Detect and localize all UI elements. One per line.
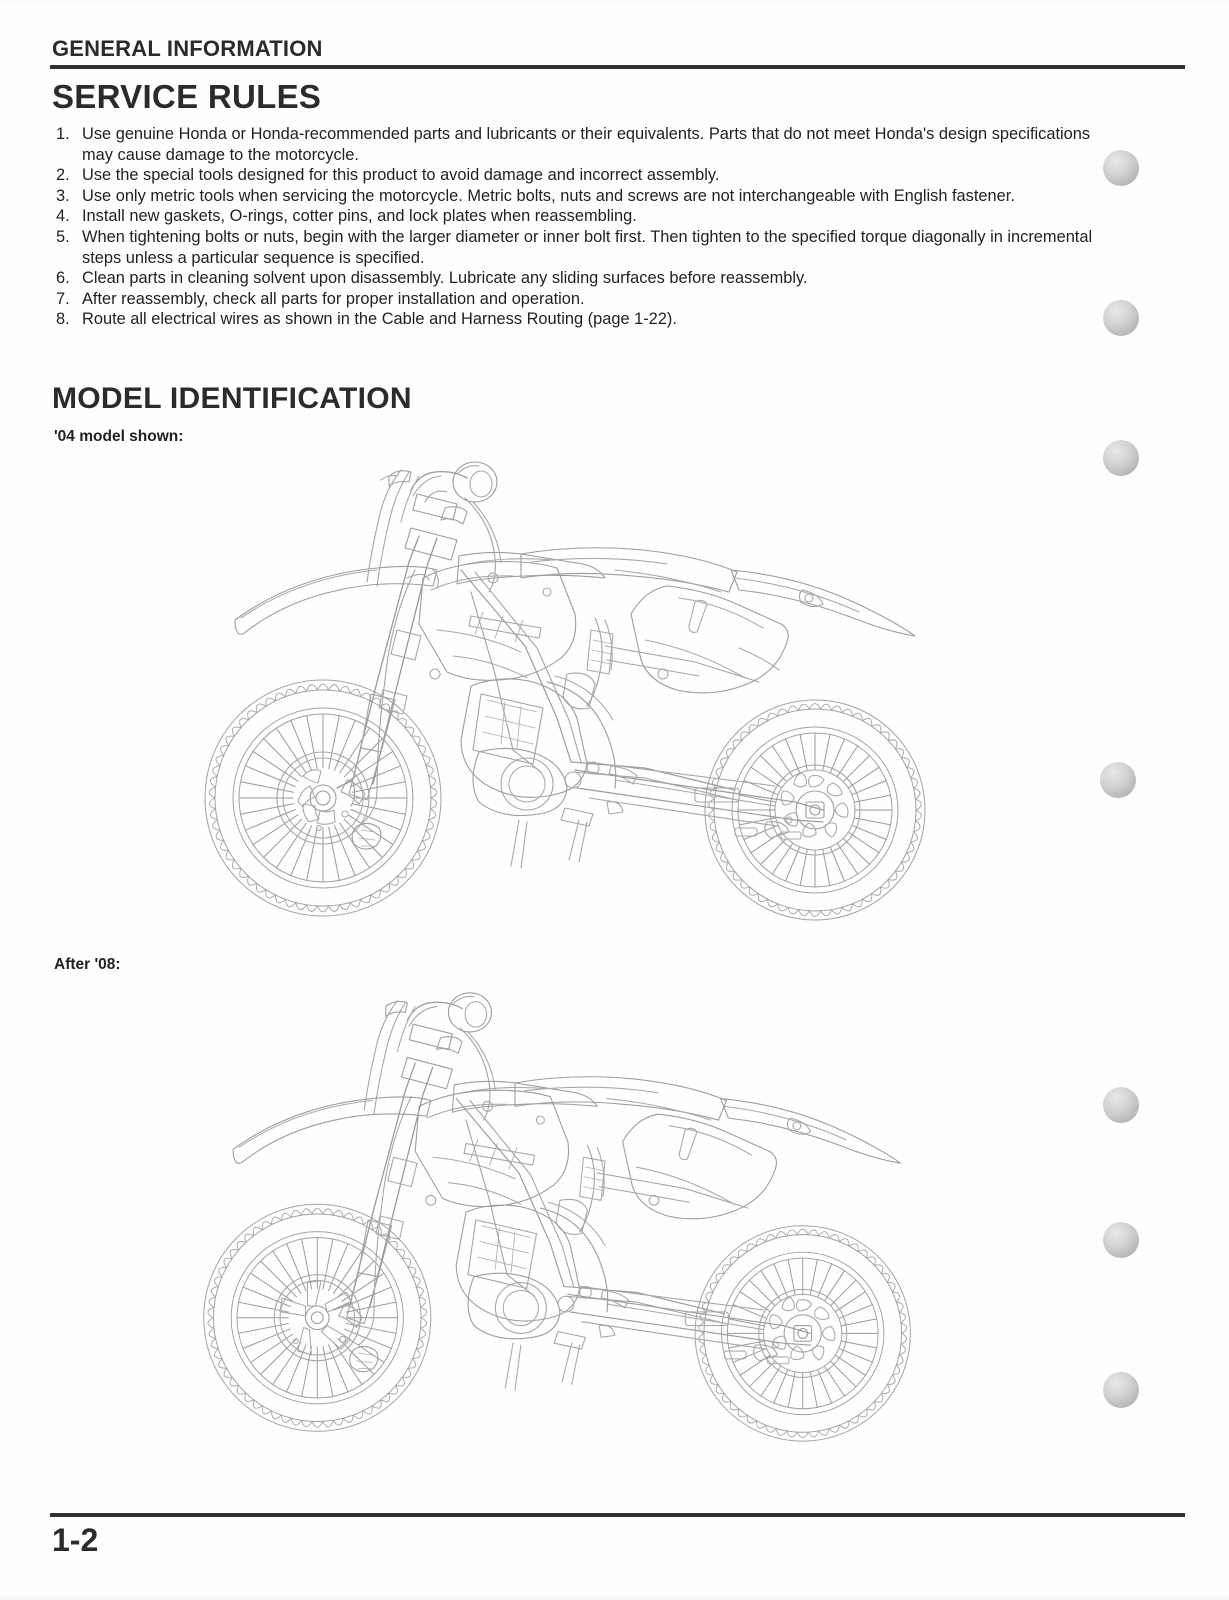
- footer-divider: [50, 1513, 1185, 1517]
- list-item-text: Use the special tools designed for this …: [82, 166, 720, 185]
- header-divider: [50, 65, 1185, 69]
- list-item: 3. Use only metric tools when servicing …: [56, 186, 1101, 207]
- figure-caption-1: '04 model shown:: [54, 428, 184, 445]
- binding-hole-icon: [1103, 440, 1139, 476]
- binding-hole-icon: [1103, 150, 1139, 186]
- list-item-number: 3.: [56, 186, 70, 205]
- section-heading-service-rules: SERVICE RULES: [52, 78, 322, 115]
- list-item: 4. Install new gaskets, O-rings, cotter …: [56, 206, 1101, 227]
- list-item-number: 2.: [56, 166, 70, 185]
- binding-hole-icon: [1103, 300, 1139, 336]
- list-item: 5. When tightening bolts or nuts, begin …: [56, 227, 1101, 268]
- list-item: 6. Clean parts in cleaning solvent upon …: [56, 268, 1101, 289]
- binding-hole-icon: [1103, 1087, 1139, 1123]
- list-item-number: 7.: [56, 289, 70, 308]
- list-item-number: 8.: [56, 310, 70, 329]
- figure-caption-2: After '08:: [54, 956, 121, 973]
- binding-hole-icon: [1100, 762, 1136, 798]
- list-item-text: Use genuine Honda or Honda-recommended p…: [82, 125, 1091, 164]
- binding-hole-icon: [1103, 1222, 1139, 1258]
- figure-motorcycle-after-08: [155, 985, 965, 1445]
- running-header: GENERAL INFORMATION: [52, 36, 323, 61]
- list-item-number: 5.: [56, 227, 70, 246]
- service-rules-list: 1. Use genuine Honda or Honda-recommende…: [56, 124, 1101, 330]
- list-item-number: 4.: [56, 207, 70, 226]
- list-item-number: 1.: [56, 125, 70, 143]
- page-number: 1-2: [52, 1522, 99, 1558]
- binding-hole-icon: [1103, 1372, 1139, 1408]
- list-item: 8. Route all electrical wires as shown i…: [56, 309, 1101, 330]
- figure-motorcycle-04-model: [175, 450, 975, 940]
- list-item-text: When tightening bolts or nuts, begin wit…: [82, 227, 1093, 267]
- list-item-text: Route all electrical wires as shown in t…: [82, 310, 677, 329]
- list-item-text: Clean parts in cleaning solvent upon dis…: [82, 269, 808, 288]
- list-item: 7. After reassembly, check all parts for…: [56, 289, 1101, 310]
- scan-edge-bottom: [0, 1592, 1229, 1600]
- list-item: 2. Use the special tools designed for th…: [56, 165, 1101, 186]
- list-item-text: Use only metric tools when servicing the…: [82, 186, 1015, 205]
- list-item-number: 6.: [56, 269, 70, 288]
- scan-edge-top: [0, 0, 1229, 3]
- list-item-text: Install new gaskets, O-rings, cotter pin…: [82, 207, 637, 226]
- list-item-text: After reassembly, check all parts for pr…: [82, 289, 585, 308]
- list-item: 1. Use genuine Honda or Honda-recommende…: [56, 124, 1101, 165]
- section-heading-model-identification: MODEL IDENTIFICATION: [52, 382, 412, 415]
